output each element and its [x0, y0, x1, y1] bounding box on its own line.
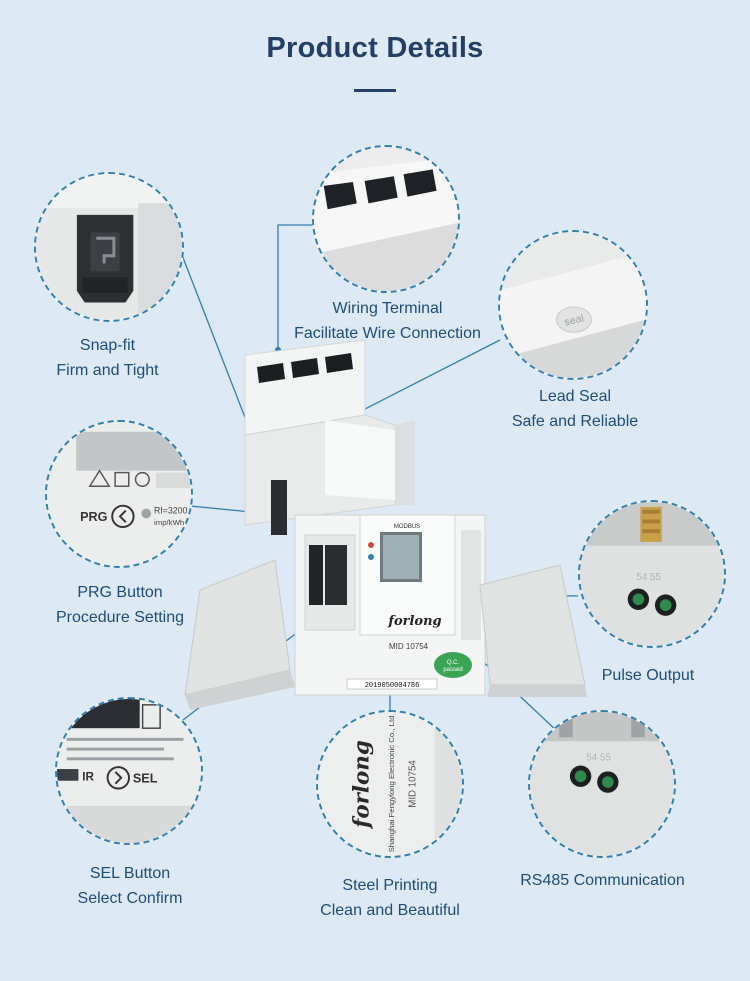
seal-mark-text: seal	[563, 312, 585, 328]
steel-brand-text: forlong	[350, 740, 375, 830]
snap-fit-detail-image	[34, 172, 184, 322]
steel-company-text: Shanghai Fengylong Electronic Co., Ltd	[387, 716, 396, 853]
rs485-detail-image: 54 55	[528, 710, 676, 858]
wiring-terminal-label: Wiring Terminal Facilitate Wire Connecti…	[294, 300, 481, 342]
sel-button-detail-image: IR SEL	[55, 697, 203, 845]
sel-text: SEL	[133, 772, 158, 786]
page-title: Product Details	[266, 32, 484, 64]
product-protocol-text: MODBUS	[394, 524, 420, 530]
rs485-label: RS485 Communication	[520, 872, 685, 889]
steel-printing-detail-image: forlong Shanghai Fengylong Electronic Co…	[316, 710, 464, 858]
qc-badge-line1: Q.C.	[447, 660, 460, 666]
prg-button-label: PRG Button Procedure Setting	[55, 584, 185, 626]
sel-button-label: SEL Button Select Confirm	[77, 865, 183, 907]
unit-text: imp/kWh	[154, 518, 184, 527]
product-image: MODBUS forlong MID 10754 2019050004786 Q…	[175, 335, 595, 710]
product-brand-text: forlong	[387, 614, 441, 629]
snap-fit-label: Snap-fit Firm and Tight	[56, 337, 159, 379]
product-serial-text: 2019050004786	[365, 682, 420, 690]
prg-text: PRG	[80, 510, 108, 524]
ri-text: RI=3200	[154, 505, 187, 515]
title-underline	[354, 89, 396, 92]
lead-seal-detail-image: seal	[498, 230, 648, 380]
rs485-terminal-labels: 54 55	[586, 753, 610, 764]
prg-button-detail-image: PRG RI=3200 imp/kWh	[45, 420, 193, 568]
steel-printing-label: Steel Printing Clean and Beautiful	[320, 877, 460, 919]
product-model-text: MID 10754	[389, 642, 429, 651]
wiring-terminal-detail-image	[312, 145, 460, 293]
pulse-output-label: Pulse Output	[601, 667, 695, 684]
pulse-output-detail-image: 54 55	[578, 500, 726, 648]
qc-badge-line2: passed	[443, 667, 462, 673]
lead-seal-label: Lead Seal Safe and Reliable	[511, 388, 639, 430]
pulse-terminal-labels: 54 55	[636, 572, 660, 583]
steel-model-text: MID 10754	[407, 760, 418, 808]
ir-text: IR	[82, 771, 94, 784]
